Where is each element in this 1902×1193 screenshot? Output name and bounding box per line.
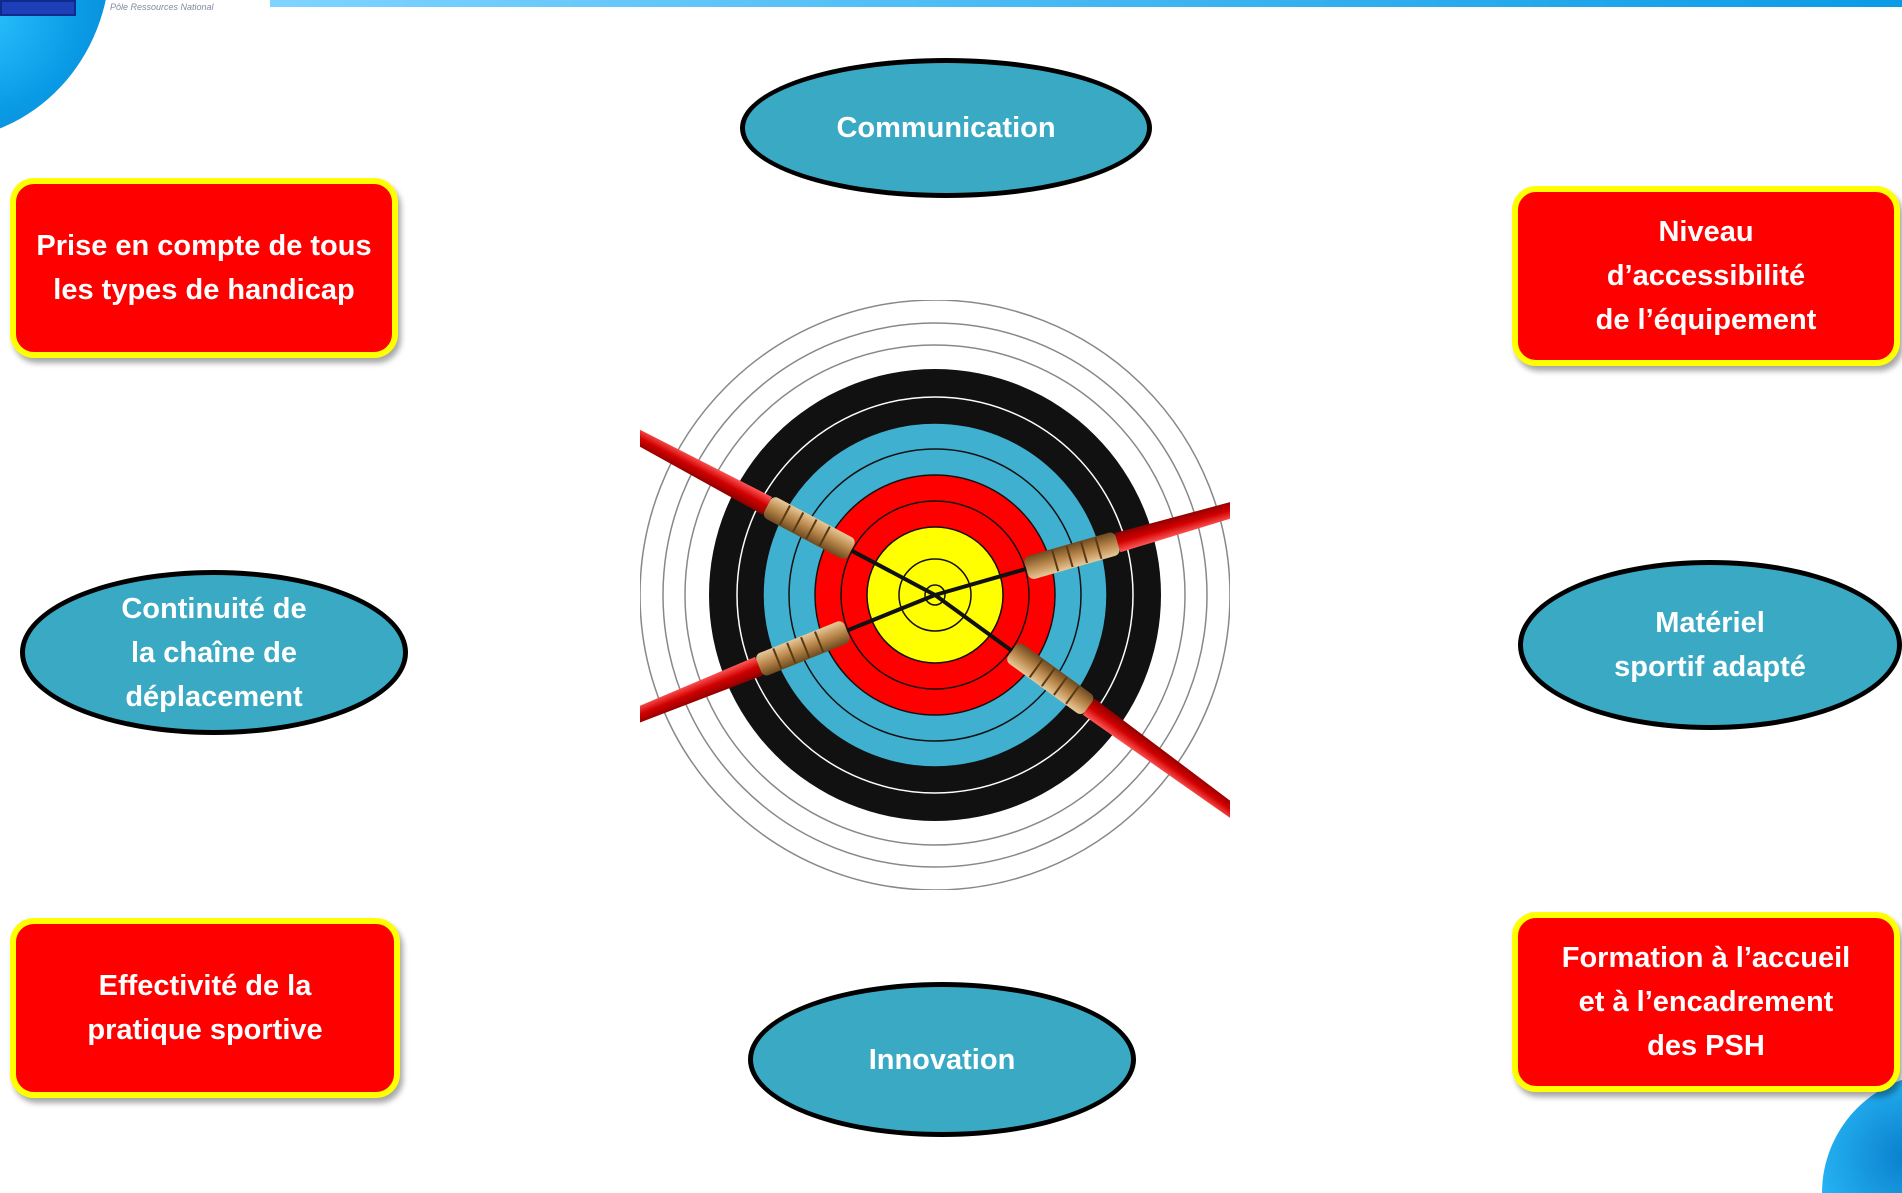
corner-decoration-top-left — [0, 0, 110, 140]
box-prise-en-compte: Prise en compte de tous les types de han… — [10, 178, 398, 358]
target-icon — [640, 300, 1230, 890]
logo-frame — [0, 0, 76, 16]
box-formation: Formation à l’accueil et à l’encadrement… — [1512, 912, 1900, 1092]
oval-communication: Communication — [740, 58, 1152, 198]
box-effectivite: Effectivité de la pratique sportive — [10, 918, 400, 1098]
oval-continuite: Continuité de la chaîne de déplacement — [20, 570, 408, 735]
logo-subtitle: Pôle Ressources National — [110, 2, 214, 12]
oval-innovation: Innovation — [748, 982, 1136, 1137]
header-bar — [270, 0, 1902, 7]
box-niveau-accessibilite: Niveau d’accessibilité de l’équipement — [1512, 186, 1900, 366]
oval-materiel: Matériel sportif adapté — [1518, 560, 1902, 730]
